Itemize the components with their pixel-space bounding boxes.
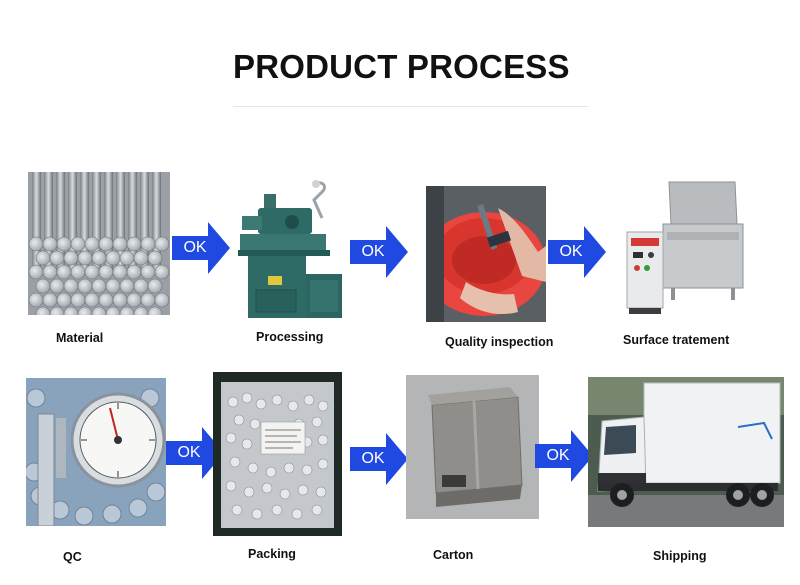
step-label-carton: Carton [433, 548, 473, 562]
quality-inspection-photo [426, 186, 546, 322]
ok-label: OK [171, 443, 207, 463]
step-label-surface-treatment: Surface tratement [623, 333, 729, 347]
ok-arrow: OK [350, 433, 408, 485]
page-title: PRODUCT PROCESS [233, 48, 570, 86]
ok-label: OK [177, 238, 213, 258]
step-label-qc: QC [63, 550, 82, 564]
step-label-quality-inspection: Quality inspection [445, 335, 553, 349]
ok-arrow: OK [548, 226, 606, 278]
ok-arrow: OK [172, 222, 230, 274]
step-label-shipping: Shipping [653, 549, 706, 563]
ok-label: OK [355, 449, 391, 469]
ok-label: OK [355, 242, 391, 262]
title-divider [233, 106, 588, 107]
ok-arrow: OK [350, 226, 408, 278]
material-photo [28, 172, 170, 315]
carton-photo [406, 375, 539, 519]
packing-photo [213, 372, 342, 536]
processing-photo [236, 178, 348, 323]
step-label-processing: Processing [256, 330, 323, 344]
step-label-packing: Packing [248, 547, 296, 561]
step-label-material: Material [56, 331, 103, 345]
ok-arrow: OK [535, 430, 593, 482]
ok-label: OK [553, 242, 589, 262]
shipping-photo [588, 377, 784, 527]
surface-treatment-photo [617, 176, 748, 320]
ok-label: OK [540, 446, 576, 466]
qc-photo [26, 378, 166, 526]
